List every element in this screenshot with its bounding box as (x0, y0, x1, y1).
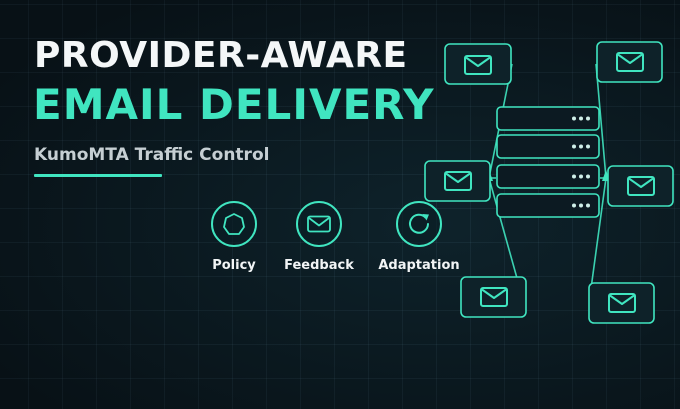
server-rack-icon (496, 164, 600, 189)
feature-policy: Policy (184, 201, 284, 273)
feature-label-feedback: Feedback (284, 258, 354, 273)
feature-label-policy: Policy (212, 258, 256, 273)
headline-line-1: PROVIDER-AWARE (34, 35, 408, 76)
subtitle-underline (34, 174, 162, 177)
feature-feedback: Feedback (269, 201, 369, 273)
envelope-node-top-left (444, 43, 512, 85)
feature-label-adaptation: Adaptation (378, 258, 460, 273)
envelope-icon (307, 215, 331, 233)
adaptation-badge (396, 201, 442, 247)
envelope-node-mid-left (424, 160, 491, 202)
server-rack-icon (496, 134, 600, 159)
server-stack (496, 106, 600, 218)
envelope-node-bottom-left (460, 276, 527, 318)
server-rack-icon (496, 193, 600, 218)
heptagon-icon (223, 213, 245, 235)
feedback-badge (296, 201, 342, 247)
envelope-node-top-right (596, 41, 663, 83)
headline-line-2: EMAIL DELIVERY (33, 80, 435, 129)
subtitle: KumoMTA Traffic Control (34, 145, 270, 165)
refresh-arrow-icon (409, 213, 429, 234)
envelope-node-bottom-right (588, 282, 655, 324)
policy-badge (211, 201, 257, 247)
server-rack-icon (496, 106, 600, 131)
envelope-node-mid-right (607, 165, 674, 207)
feature-adaptation: Adaptation (369, 201, 469, 273)
